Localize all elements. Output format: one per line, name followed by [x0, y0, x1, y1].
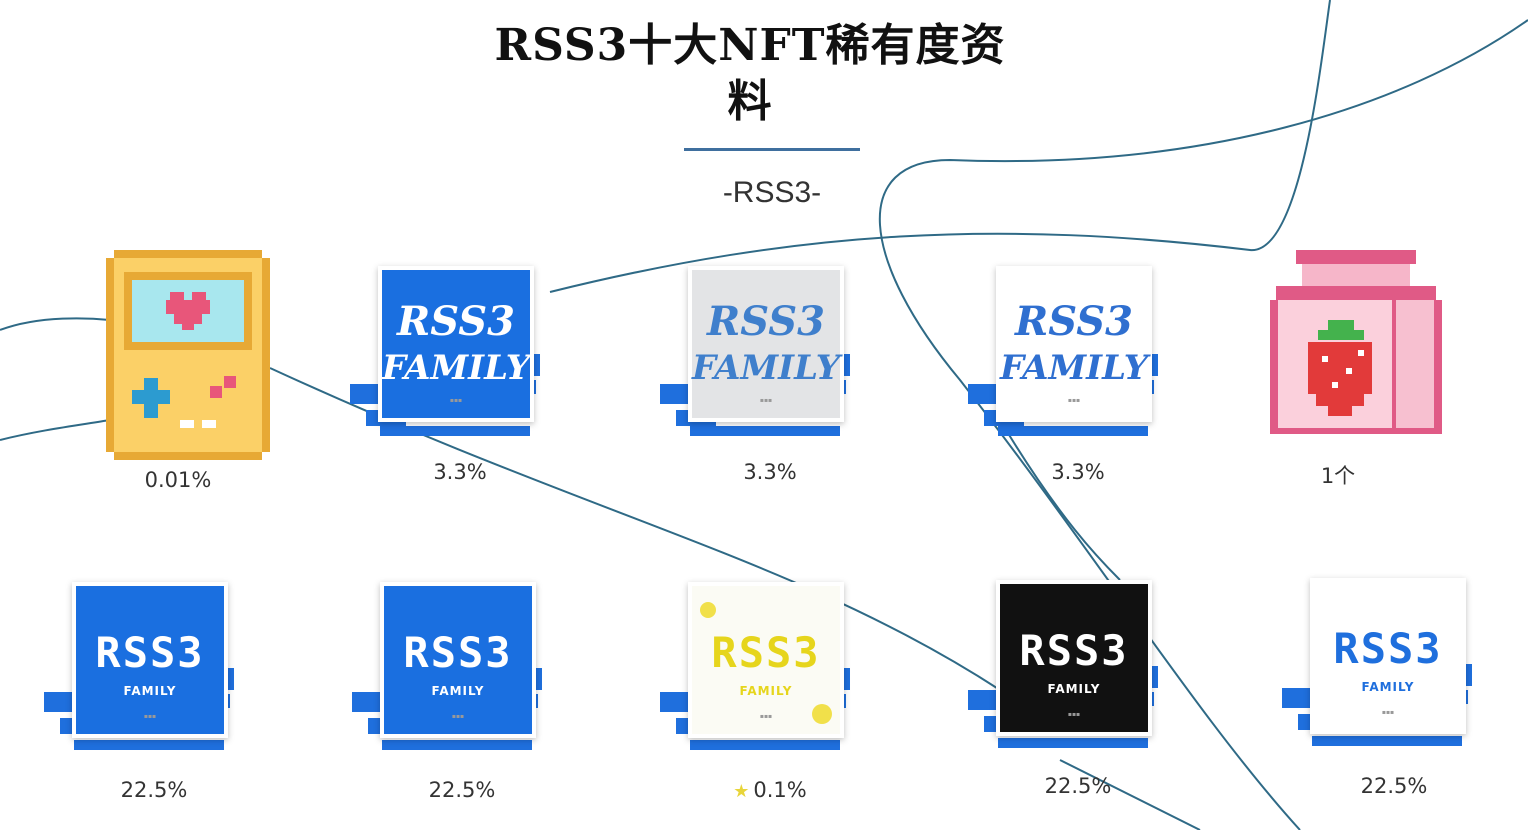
- tile-word-family: FAMILY: [382, 348, 531, 388]
- nft-artwork: RSS3 FAMILY ▪▪▪: [688, 582, 844, 738]
- tile-mark: ▪▪▪: [1067, 397, 1081, 404]
- page-title: RSS3十大NFT稀有度资 料: [470, 18, 1030, 130]
- subtitle: -RSS3-: [722, 176, 822, 209]
- rarity-label: 1个: [1320, 464, 1356, 488]
- nft-card-block-white[interactable]: RSS3 FAMILY ▪▪▪: [1282, 574, 1472, 764]
- tile-word-rss3: RSS3: [1333, 624, 1443, 673]
- tile-mark: ▪▪▪: [1381, 709, 1395, 716]
- nft-card-block-blue-1[interactable]: RSS3 FAMILY ▪▪▪: [44, 578, 234, 768]
- tile-word-rss3: RSS3: [95, 628, 205, 677]
- nft-card-script-grey[interactable]: RSS3 FAMILY ▪▪▪: [660, 262, 850, 452]
- rarity-label: ★0.1%: [690, 778, 850, 802]
- tile-word-rss3: RSS3: [403, 628, 513, 677]
- nft-artwork: RSS3 FAMILY ▪▪▪: [688, 266, 844, 422]
- rarity-value: 0.1%: [753, 778, 807, 802]
- nft-artwork: RSS3 FAMILY ▪▪▪: [380, 582, 536, 738]
- rarity-label: 0.01%: [144, 468, 212, 492]
- nft-card-block-black[interactable]: RSS3 FAMILY ▪▪▪: [968, 576, 1158, 766]
- tile-mark: ▪▪▪: [1067, 711, 1081, 718]
- tile-word-family: FAMILY: [1361, 680, 1415, 694]
- tile-word-family: FAMILY: [431, 684, 485, 698]
- tile-mark: ▪▪▪: [759, 713, 773, 720]
- coin-icon: [700, 602, 716, 618]
- tile-mark: ▪▪▪: [451, 713, 465, 720]
- rarity-label: 3.3%: [433, 460, 487, 484]
- nft-artwork: RSS3 FAMILY ▪▪▪: [1310, 578, 1466, 734]
- nft-card-script-blue[interactable]: RSS3 FAMILY ▪▪▪: [350, 262, 540, 452]
- nft-card-block-blue-2[interactable]: RSS3 FAMILY ▪▪▪: [352, 578, 542, 768]
- tile-word-family: FAMILY: [692, 348, 841, 388]
- nft-artwork: RSS3 FAMILY ▪▪▪: [996, 580, 1152, 736]
- nft-artwork: RSS3 FAMILY ▪▪▪: [72, 582, 228, 738]
- gameboy-icon: [106, 250, 270, 460]
- tile-word-rss3: RSS3: [1019, 626, 1129, 675]
- title-underline: [684, 148, 860, 151]
- tile-word-family: FAMILY: [1000, 348, 1149, 388]
- star-icon: ★: [733, 781, 750, 802]
- title-line-1: RSS3十大NFT稀有度资: [494, 20, 1006, 71]
- nft-card-block-yellow[interactable]: RSS3 FAMILY ▪▪▪: [660, 578, 850, 768]
- tile-mark: ▪▪▪: [143, 713, 157, 720]
- rarity-label: 22.5%: [1360, 774, 1428, 798]
- tile-mark: ▪▪▪: [449, 397, 463, 404]
- tile-word-rss3: RSS3: [707, 298, 825, 345]
- nft-card-script-white[interactable]: RSS3 FAMILY ▪▪▪: [968, 262, 1158, 452]
- tile-word-family: FAMILY: [1047, 682, 1101, 696]
- rarity-label: 22.5%: [120, 778, 188, 802]
- nft-artwork: RSS3 FAMILY ▪▪▪: [996, 266, 1152, 422]
- coin-icon: [812, 704, 832, 724]
- tile-word-family: FAMILY: [739, 684, 793, 698]
- nft-artwork: RSS3 FAMILY ▪▪▪: [378, 266, 534, 422]
- title-line-2: 料: [727, 76, 773, 127]
- tile-word-rss3: RSS3: [711, 628, 821, 677]
- rarity-label: 3.3%: [743, 460, 797, 484]
- tile-word-rss3: RSS3: [397, 298, 515, 345]
- tile-mark: ▪▪▪: [759, 397, 773, 404]
- rarity-label: 22.5%: [428, 778, 496, 802]
- rarity-label: 3.3%: [1051, 460, 1105, 484]
- rarity-label: 22.5%: [1044, 774, 1112, 798]
- milk-carton-icon: [1266, 250, 1446, 440]
- tile-word-rss3: RSS3: [1015, 298, 1133, 345]
- tile-word-family: FAMILY: [123, 684, 177, 698]
